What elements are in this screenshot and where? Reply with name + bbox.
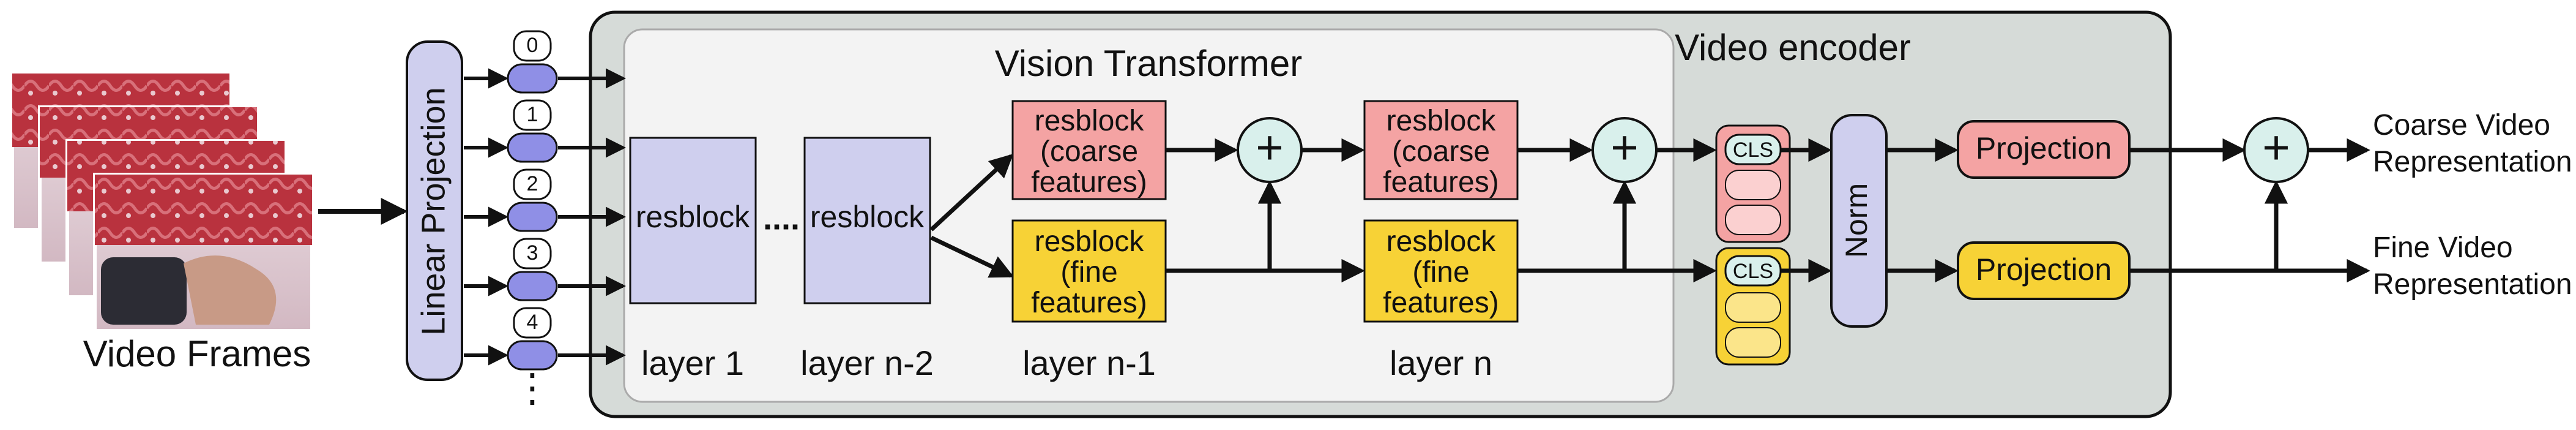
coarse-cls-stack: CLS <box>1715 124 1791 243</box>
token-index-label: 0 <box>527 34 538 57</box>
resblock-fine-n-line3: features) <box>1383 287 1498 319</box>
fine-token <box>1725 327 1781 358</box>
coarse-output-label-line2: Representation <box>2373 146 2572 178</box>
resblock-coarse-n-1-line2: (coarse <box>1040 135 1138 168</box>
norm-label: Norm <box>1839 183 1874 258</box>
resblock-fine-n <box>1363 219 1519 323</box>
plus-node-1-symbol: + <box>1256 121 1284 175</box>
plus-node-3-symbol: + <box>2262 121 2290 175</box>
video-frames-caption: Video Frames <box>83 333 311 374</box>
coarse-token <box>1725 205 1781 235</box>
hand-shape <box>184 255 277 325</box>
layer-label-1: layer 1 <box>641 344 744 382</box>
fine-cls-label: CLS <box>1733 260 1773 283</box>
resblock-layer-n-2 <box>803 137 931 304</box>
resblock-coarse-n <box>1363 100 1519 200</box>
resblock-coarse-n-1-line1: resblock <box>1035 105 1145 137</box>
video-frame <box>93 173 314 333</box>
video-encoder-title: Video encoder <box>1675 27 1911 68</box>
fine-output-label-line2: Representation <box>2373 268 2572 301</box>
layer-label-n: layer n <box>1390 344 1492 382</box>
resblock-coarse-n-line2: (coarse <box>1392 135 1490 168</box>
video-frames-stack <box>10 72 314 333</box>
token-ellipsis: ⋮ <box>513 366 552 410</box>
resblock-dots: .... <box>763 200 800 236</box>
split-to-coarse-arrow <box>929 154 1014 232</box>
split-to-fine-arrow <box>930 235 1014 278</box>
resblock-layer-1-label: resblock <box>636 200 750 234</box>
patch-token: 3 <box>464 238 626 301</box>
resblock-fine-n-line2: (fine <box>1412 256 1469 289</box>
linear-projection-block <box>406 40 463 381</box>
linear-projection-label: Linear Projection <box>415 87 452 335</box>
patch-token: 0 <box>464 30 626 94</box>
token-index-label: 2 <box>527 172 538 195</box>
patch-tokens: 0 1 2 3 4 <box>464 30 626 371</box>
token-index-label: 1 <box>527 103 538 126</box>
resblock-fine-n-1 <box>1011 219 1167 323</box>
token-embedding <box>507 132 558 163</box>
resblock-fine-n-1-line1: resblock <box>1035 225 1145 258</box>
coarse-token <box>1725 170 1781 200</box>
patch-token: 4 <box>464 307 626 371</box>
hand-object-shape <box>101 257 187 325</box>
coarse-cls-label: CLS <box>1733 138 1773 162</box>
fine-output-label-line1: Fine Video <box>2373 232 2513 264</box>
plus-node-2-symbol: + <box>1610 121 1639 175</box>
fine-projection-label: Projection <box>1976 252 2112 287</box>
token-index-badge <box>513 238 552 270</box>
fine-cls-stack: CLS <box>1715 247 1791 366</box>
coarse-projection-label: Projection <box>1976 131 2112 165</box>
token-index-badge <box>513 30 552 62</box>
resblock-coarse-n-1-line3: features) <box>1031 166 1147 198</box>
patch-token: 2 <box>464 168 626 232</box>
resblock-coarse-n-line3: features) <box>1383 166 1498 198</box>
resblock-coarse-n-line1: resblock <box>1387 105 1497 137</box>
token-embedding <box>507 63 558 94</box>
resblock-layer-1 <box>629 137 757 304</box>
layer-label-n-1: layer n-1 <box>1022 344 1156 382</box>
vision-transformer-title: Vision Transformer <box>995 43 1302 84</box>
patch-token: 1 <box>464 99 626 163</box>
resblock-layer-n-2-label: resblock <box>810 200 925 234</box>
coarse-output-label-line1: Coarse Video <box>2373 109 2550 141</box>
resblock-fine-n-1-line3: features) <box>1031 287 1147 319</box>
token-embedding <box>507 202 558 232</box>
norm-block <box>1830 114 1888 328</box>
layer-label-n-2: layer n-2 <box>800 344 934 382</box>
fine-token <box>1725 292 1781 323</box>
resblock-fine-n-1-line2: (fine <box>1060 256 1117 289</box>
token-index-badge <box>513 168 552 200</box>
token-embedding <box>507 271 558 301</box>
token-index-badge <box>513 307 552 339</box>
token-index-badge <box>513 99 552 131</box>
token-index-label: 4 <box>527 311 538 334</box>
token-index-label: 3 <box>527 241 538 265</box>
resblock-fine-n-line1: resblock <box>1387 225 1497 258</box>
